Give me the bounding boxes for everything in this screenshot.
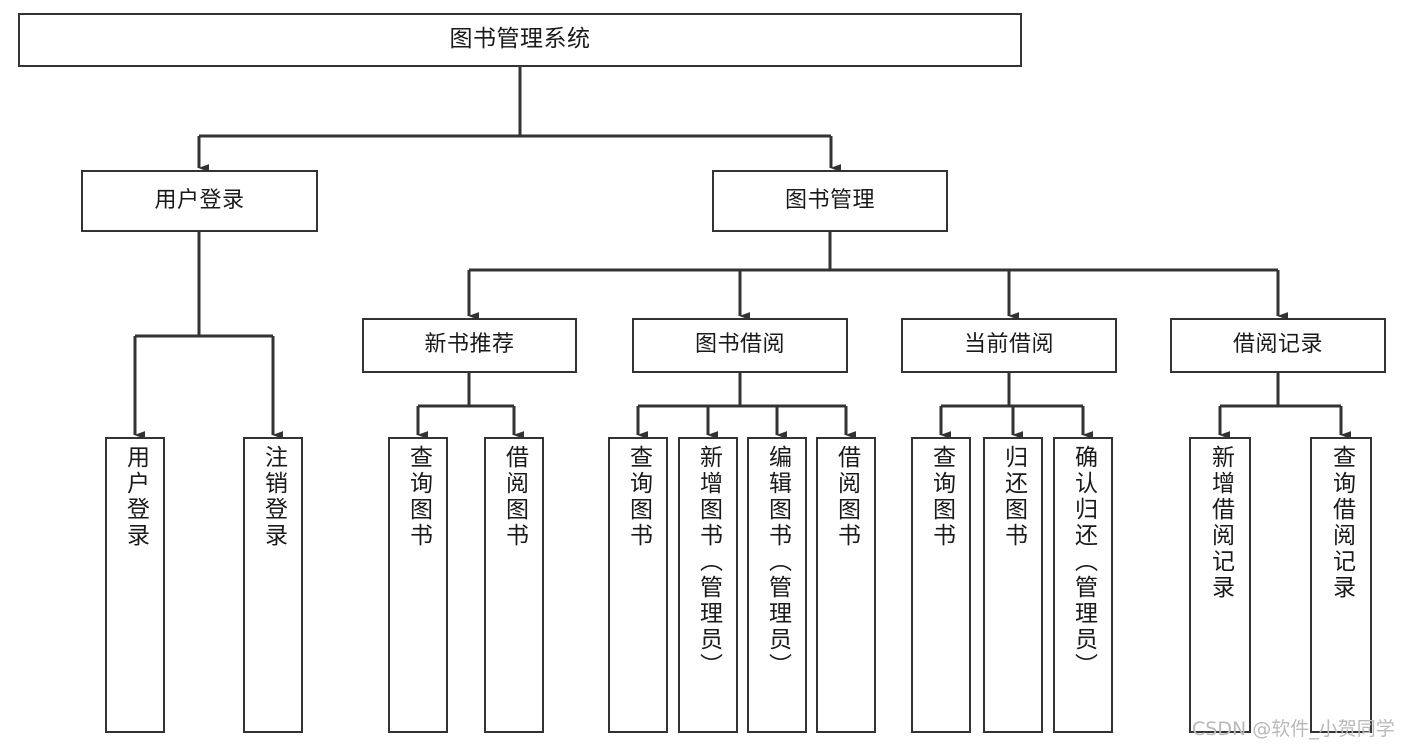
node-new-book-recommend-label: 新书推荐 (424, 332, 515, 358)
node-leaf-query-book-2-label: 查询图书 (625, 445, 652, 549)
node-leaf-add-book-label: 新增图书（管理员） (695, 445, 722, 679)
node-leaf-edit-book[interactable]: 编辑图书（管理员） (747, 437, 807, 733)
node-leaf-add-book[interactable]: 新增图书（管理员） (678, 437, 738, 733)
node-leaf-query-book-1[interactable]: 查询图书 (388, 437, 448, 733)
node-book-borrow[interactable]: 图书借阅 (632, 318, 848, 373)
node-leaf-query-record[interactable]: 查询借阅记录 (1310, 437, 1372, 733)
node-leaf-query-book-3-label: 查询图书 (928, 445, 955, 549)
node-leaf-add-record[interactable]: 新增借阅记录 (1189, 437, 1251, 733)
node-leaf-add-record-label: 新增借阅记录 (1207, 445, 1234, 601)
node-book-manage[interactable]: 图书管理 (712, 170, 948, 232)
node-book-manage-label: 图书管理 (784, 187, 875, 213)
node-leaf-query-book-2[interactable]: 查询图书 (608, 437, 668, 733)
node-book-borrow-label: 图书借阅 (694, 332, 785, 358)
node-leaf-logout[interactable]: 注销登录 (243, 437, 303, 733)
node-leaf-logout-label: 注销登录 (260, 445, 287, 549)
node-borrow-record[interactable]: 借阅记录 (1170, 318, 1386, 373)
node-leaf-query-record-label: 查询借阅记录 (1328, 445, 1355, 601)
node-user-login[interactable]: 用户登录 (81, 170, 318, 232)
node-leaf-query-book-3[interactable]: 查询图书 (911, 437, 971, 733)
node-root-label: 图书管理系统 (449, 26, 591, 53)
node-current-borrow[interactable]: 当前借阅 (901, 318, 1117, 373)
node-leaf-user-login-label: 用户登录 (122, 445, 149, 549)
node-leaf-borrow-book-2[interactable]: 借阅图书 (816, 437, 876, 733)
node-new-book-recommend[interactable]: 新书推荐 (362, 318, 577, 373)
node-root[interactable]: 图书管理系统 (18, 13, 1022, 67)
node-leaf-return-book-label: 归还图书 (1000, 445, 1027, 549)
node-borrow-record-label: 借阅记录 (1232, 332, 1323, 358)
node-current-borrow-label: 当前借阅 (963, 332, 1054, 358)
node-leaf-return-book[interactable]: 归还图书 (983, 437, 1043, 733)
node-leaf-query-book-1-label: 查询图书 (405, 445, 432, 549)
node-leaf-borrow-book-1-label: 借阅图书 (501, 445, 528, 549)
node-leaf-confirm-return-label: 确认归还（管理员） (1070, 445, 1097, 679)
node-leaf-borrow-book-1[interactable]: 借阅图书 (484, 437, 544, 733)
node-leaf-borrow-book-2-label: 借阅图书 (833, 445, 860, 549)
node-leaf-confirm-return[interactable]: 确认归还（管理员） (1053, 437, 1113, 733)
node-leaf-user-login[interactable]: 用户登录 (105, 437, 165, 733)
node-leaf-edit-book-label: 编辑图书（管理员） (764, 445, 791, 679)
node-user-login-label: 用户登录 (154, 187, 245, 213)
